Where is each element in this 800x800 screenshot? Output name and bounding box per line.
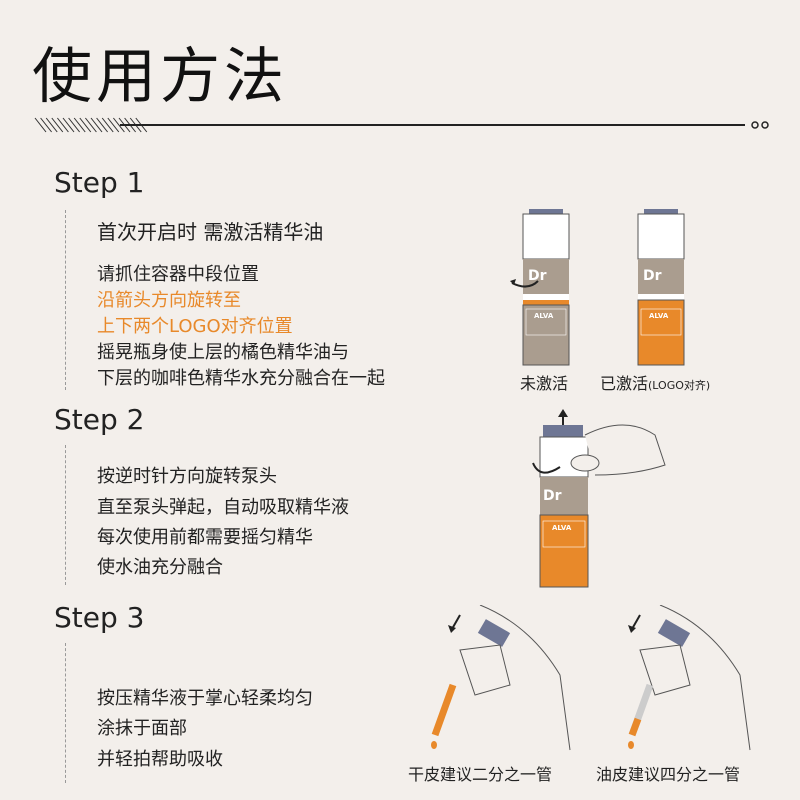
svg-text:Dr: Dr xyxy=(528,268,547,284)
hatch-stroke xyxy=(45,117,58,133)
svg-text:Dr: Dr xyxy=(643,268,662,284)
bottle-inactive: Dr ALVA xyxy=(510,209,570,366)
hatch-stroke xyxy=(51,117,64,133)
bottle-active: Dr ALVA xyxy=(637,209,685,366)
hatch-stroke xyxy=(57,117,69,133)
step-3-line: 按压精华液于掌心轻柔均匀 xyxy=(97,688,313,709)
step-1-dashed-line xyxy=(65,210,66,390)
step-2-label: Step 2 xyxy=(54,403,145,436)
bottle-illustrations: Dr ALVA Dr ALVA xyxy=(510,209,685,366)
step-1-line: 下层的咖啡色精华水充分融合在一起 xyxy=(97,368,385,389)
step-1-label: Step 1 xyxy=(54,166,145,199)
caption-dry-skin: 干皮建议二分之一管 xyxy=(408,765,553,784)
step-1-heading: 首次开启时 需激活精华油 xyxy=(97,220,324,244)
hatch-stroke xyxy=(90,117,103,133)
hatch-stroke xyxy=(73,117,86,133)
hatch-stroke xyxy=(40,117,52,133)
hatch-stroke xyxy=(85,117,97,133)
dropper-illustrations xyxy=(431,605,751,751)
step-3-label: Step 3 xyxy=(54,601,145,634)
step-1-line: 摇晃瓶身使上层的橘色精华油与 xyxy=(97,342,349,363)
title-divider xyxy=(34,117,769,133)
step-3-line: 涂抹于面部 xyxy=(97,718,187,739)
hatch-stroke xyxy=(68,117,80,133)
step-1-line-highlight: 上下两个LOGO对齐位置 xyxy=(97,316,293,337)
brand-logo-text: ALVA xyxy=(649,312,669,320)
dropper-dry-skin xyxy=(431,605,571,751)
step-2-line: 直至泵头弹起，自动吸取精华液 xyxy=(97,497,349,518)
step-2-dashed-line xyxy=(65,445,66,585)
svg-text:Dr: Dr xyxy=(543,488,562,504)
dropper-oily-skin xyxy=(628,605,751,751)
caption-active: 已激活(LOGO对齐) xyxy=(600,370,710,394)
hatch-stroke xyxy=(101,117,114,133)
caption-inactive: 未激活 xyxy=(520,374,569,393)
brand-logo-text: ALVA xyxy=(552,524,572,532)
caption-oily-skin: 油皮建议四分之一管 xyxy=(596,765,741,784)
brand-logo-text: ALVA xyxy=(534,312,554,320)
caption-active-note: (LOGO对齐) xyxy=(648,379,711,392)
step-2-line: 每次使用前都需要摇匀精华 xyxy=(97,527,313,548)
hatch-stroke xyxy=(34,117,47,133)
hatch-stroke xyxy=(96,117,108,133)
page-title: 使用方法 xyxy=(32,42,288,112)
step-2-line: 按逆时针方向旋转泵头 xyxy=(97,466,277,487)
step-1-line-highlight: 沿箭头方向旋转至 xyxy=(97,290,241,311)
caption-active-text: 已激活 xyxy=(600,374,649,393)
step-3-line: 并轻拍帮助吸收 xyxy=(97,749,223,770)
step-1-line: 请抓住容器中段位置 xyxy=(97,264,259,285)
hatch-stroke xyxy=(113,117,125,133)
hatch-stroke xyxy=(79,117,92,133)
hatch-stroke xyxy=(107,117,120,133)
hatch-stroke xyxy=(62,117,75,133)
step-3-dashed-line xyxy=(65,643,66,783)
step-2-line: 使水油充分融合 xyxy=(97,557,223,578)
pump-rotation-illustration: Dr ALVA xyxy=(532,409,666,588)
